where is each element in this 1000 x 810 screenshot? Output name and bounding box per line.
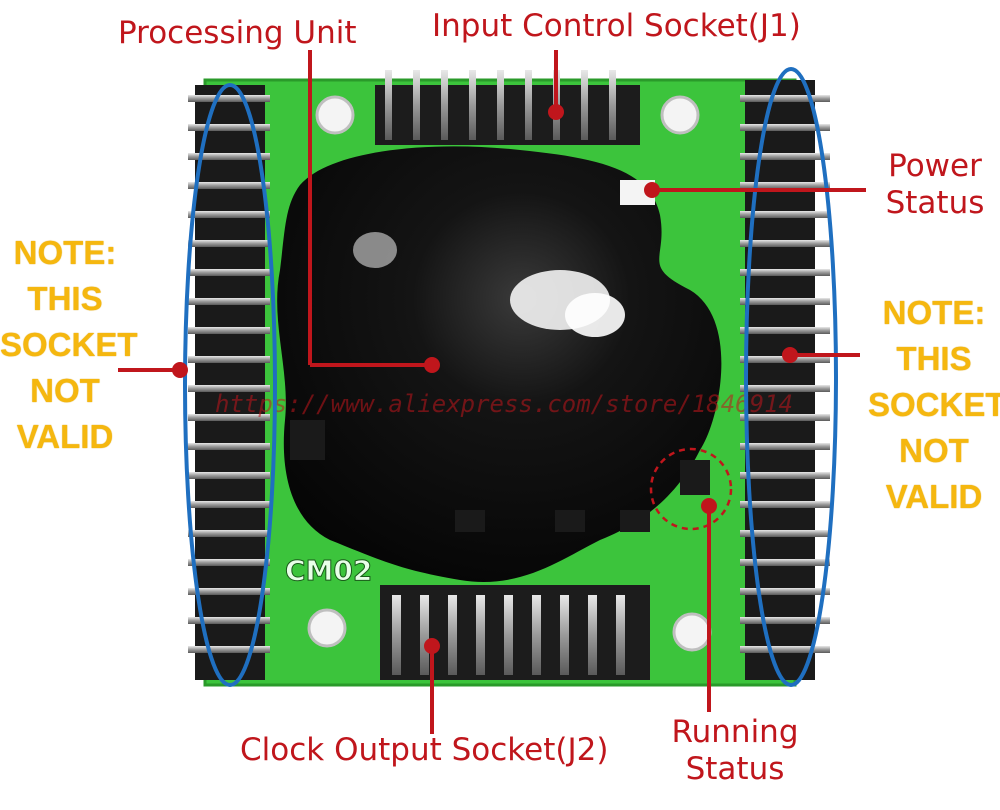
processing-unit-label: Processing Unit: [118, 15, 357, 51]
header-pin: [740, 588, 830, 595]
header-pin: [740, 153, 830, 160]
right-socket-ellipse: [744, 67, 838, 687]
watermark-url: https://www.aliexpress.com/store/1846914: [215, 390, 793, 418]
header-pin: [188, 559, 270, 566]
header-pin: [188, 385, 270, 392]
header-pin: [740, 298, 830, 305]
clock-output-socket-label: Clock Output Socket(J2): [240, 732, 609, 768]
j2-header: [380, 585, 650, 680]
running-status-label: Running Status: [671, 714, 799, 788]
header-pin: [525, 70, 532, 140]
leader-lines: [118, 50, 866, 734]
header-pin: [740, 472, 830, 479]
header-pin: [740, 124, 830, 131]
header-pin: [740, 443, 830, 450]
header-pin: [740, 95, 830, 102]
header-pin: [609, 70, 616, 140]
left-socket-note: NOTE: THIS SOCKET NOT VALID: [0, 234, 138, 455]
header-pin: [532, 595, 541, 675]
header-pin: [740, 617, 830, 624]
power-status-label: Power Status: [885, 148, 985, 222]
left-pin-header: [188, 85, 270, 680]
right-pin-header: [740, 80, 830, 680]
header-pin: [740, 327, 830, 334]
silkscreen-label: CM02: [285, 554, 372, 587]
running-status-marker: [649, 447, 733, 531]
header-pin: [588, 595, 597, 675]
header-pin: [504, 595, 513, 675]
header-pin: [740, 646, 830, 653]
header-pin: [392, 595, 401, 675]
header-pin: [740, 269, 830, 276]
header-pin: [740, 182, 830, 189]
header-pin: [385, 70, 392, 140]
header-pin: [188, 95, 270, 102]
header-pin: [188, 617, 270, 624]
header-pin: [188, 646, 270, 653]
header-pin: [188, 211, 270, 218]
header-pin: [740, 414, 830, 421]
header-pin: [188, 153, 270, 160]
header-pin: [740, 501, 830, 508]
header-pin: [476, 595, 485, 675]
input-control-socket-label: Input Control Socket(J1): [432, 8, 801, 44]
header-pin: [188, 182, 270, 189]
smd-components: [290, 180, 710, 532]
header-pin: [420, 595, 429, 675]
j1-header: [375, 70, 640, 145]
header-pin: [188, 588, 270, 595]
header-pin: [581, 70, 588, 140]
header-pin: [740, 385, 830, 392]
header-pin: [188, 414, 270, 421]
header-pin: [413, 70, 420, 140]
left-socket-ellipse: [183, 83, 277, 687]
header-pin: [188, 443, 270, 450]
header-pin: [616, 595, 625, 675]
header-pin: [188, 240, 270, 247]
header-pin: [740, 559, 830, 566]
header-pin: [188, 269, 270, 276]
header-pin: [188, 356, 270, 363]
header-pin: [188, 124, 270, 131]
right-socket-note: NOTE: THIS SOCKET NOT VALID: [868, 294, 1000, 515]
header-pin: [188, 530, 270, 537]
mounting-holes: [307, 95, 712, 652]
header-pin: [740, 211, 830, 218]
header-pin: [469, 70, 476, 140]
header-pin: [740, 240, 830, 247]
header-pin: [188, 472, 270, 479]
header-pin: [441, 70, 448, 140]
header-pin: [188, 501, 270, 508]
header-pin: [448, 595, 457, 675]
header-pin: [188, 327, 270, 334]
header-pin: [740, 530, 830, 537]
header-pin: [497, 70, 504, 140]
header-pin: [560, 595, 569, 675]
header-pin: [188, 298, 270, 305]
